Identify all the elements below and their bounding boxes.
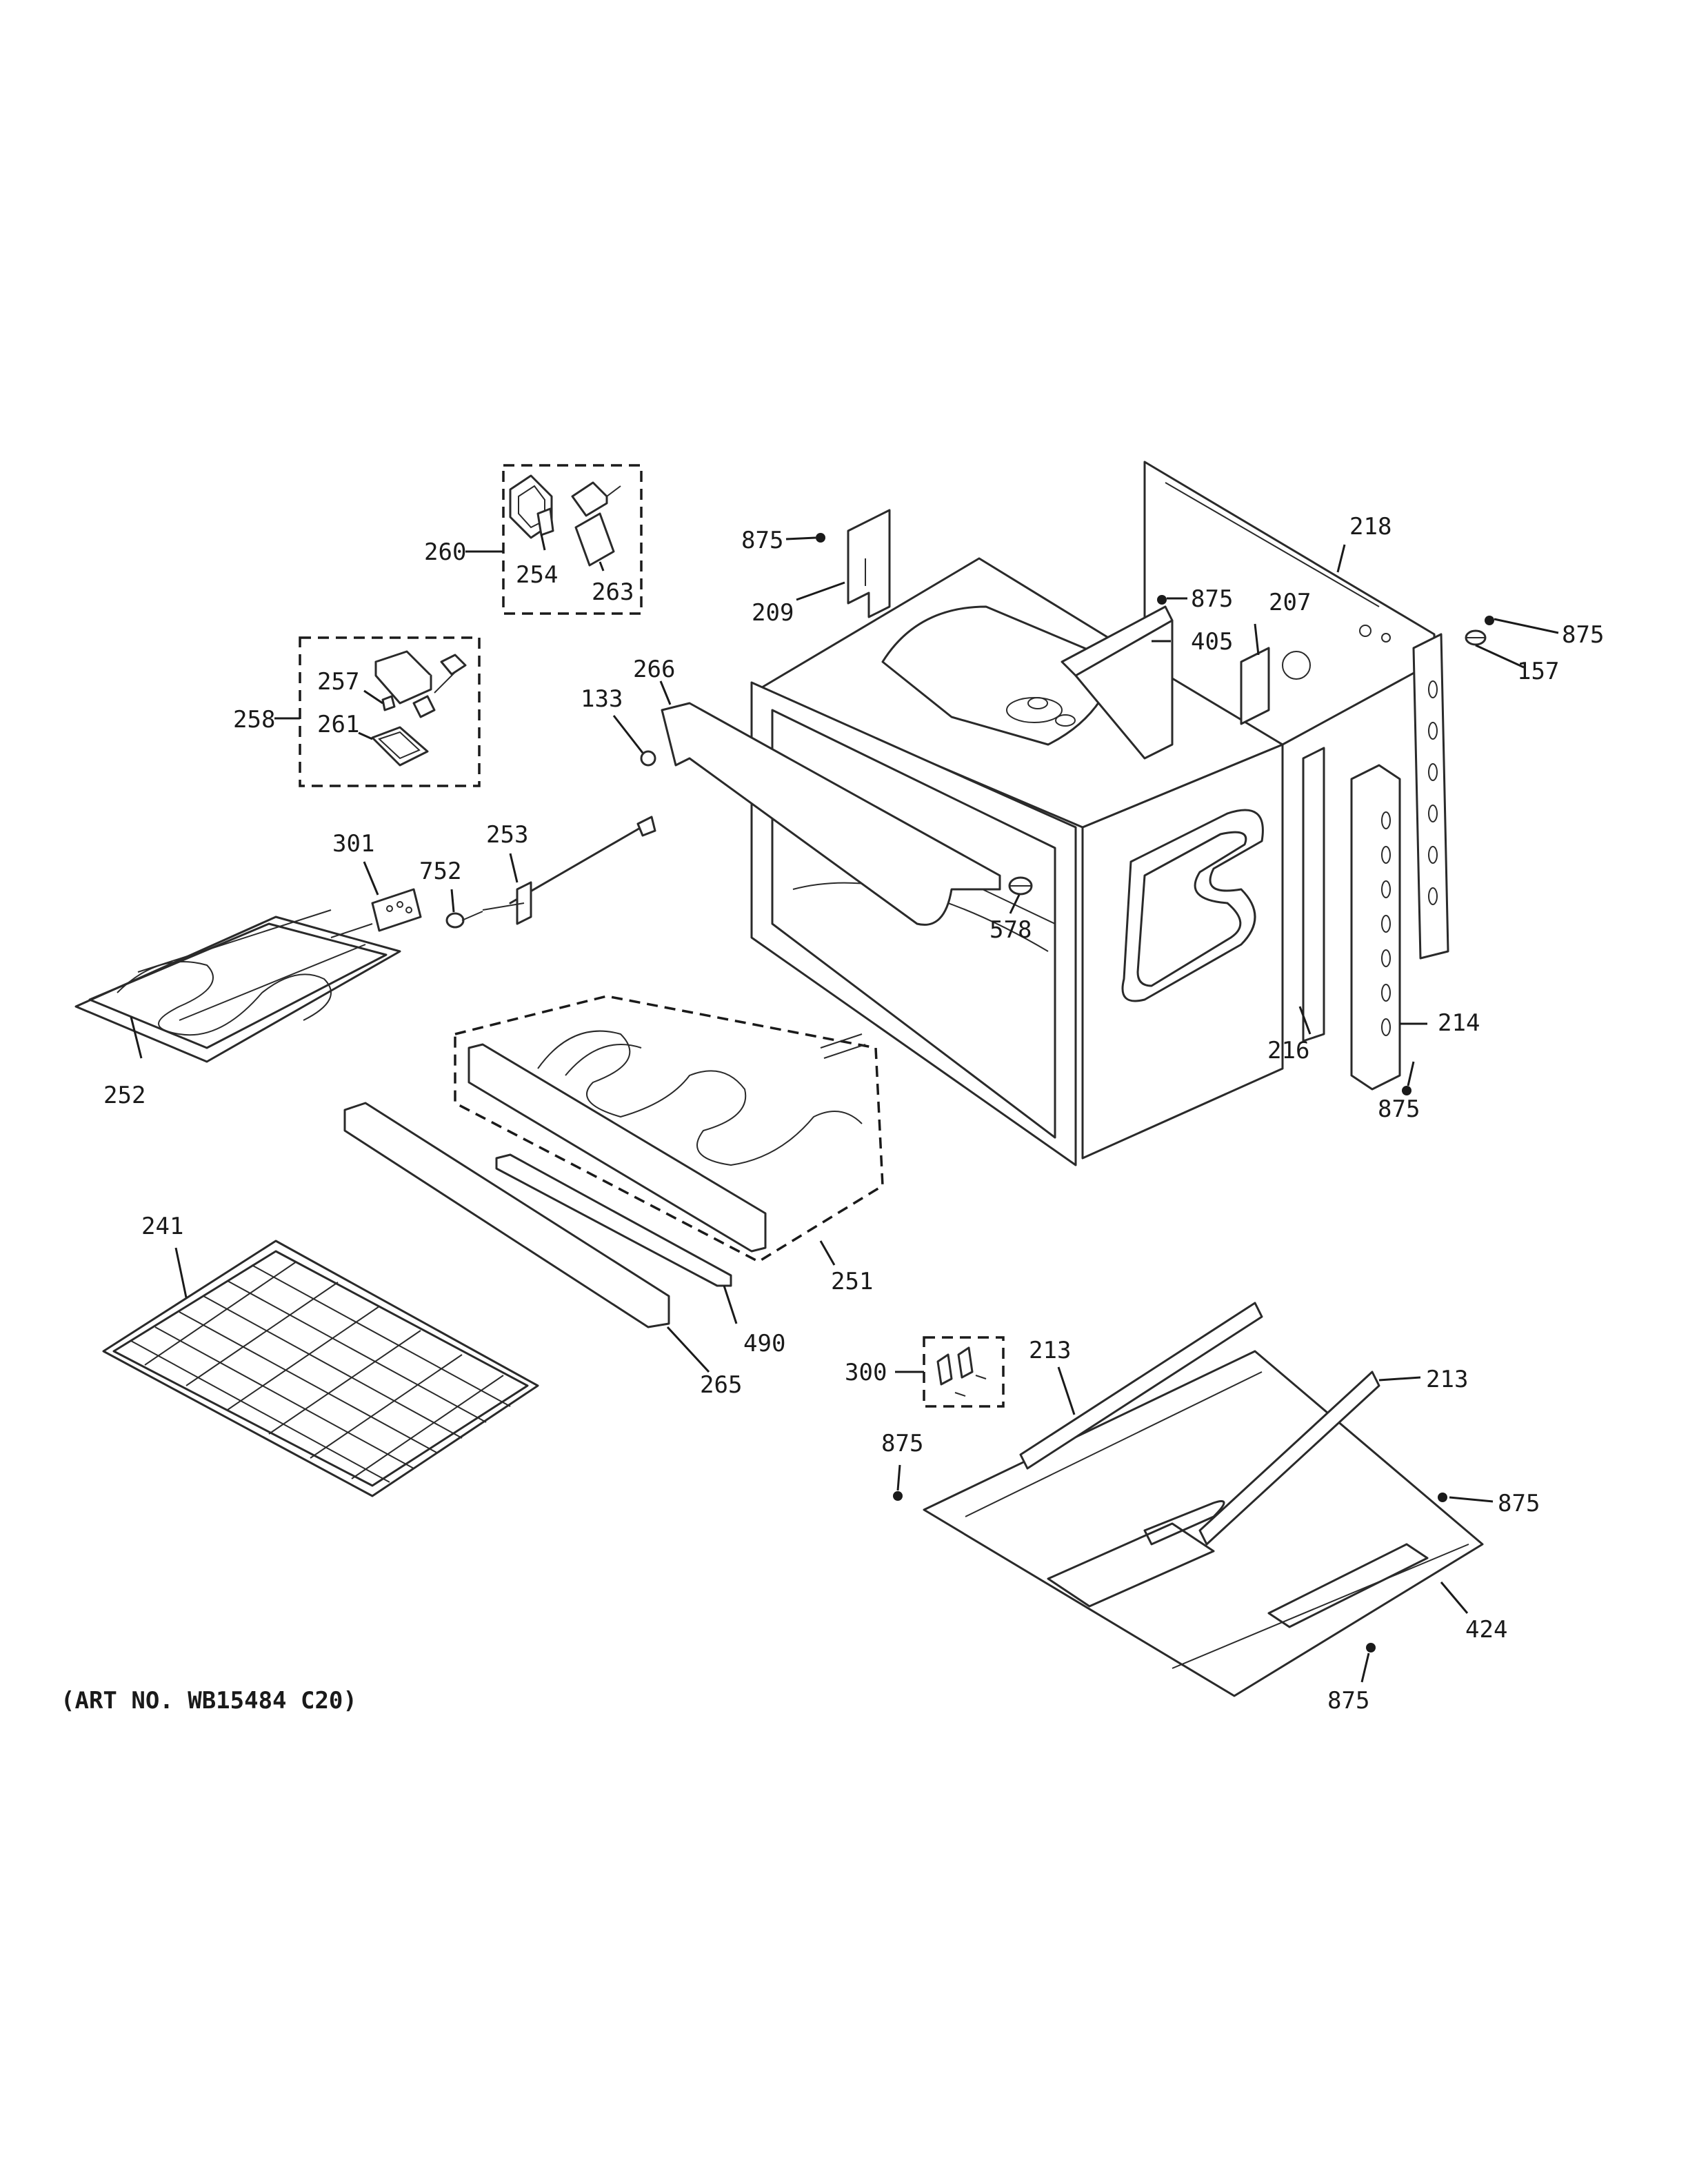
part-301-bracket [371, 888, 422, 932]
part-214-rail [1350, 764, 1401, 1091]
part-752-screw [445, 911, 483, 929]
label-875-top-right: 875 [1562, 621, 1604, 649]
label-875-bottom-left: 875 [881, 1430, 923, 1457]
art-number: (ART NO. WB15484 C20) [61, 1687, 357, 1715]
part-207-bracket [1240, 647, 1270, 725]
label-157: 157 [1517, 658, 1559, 685]
label-251: 251 [831, 1268, 873, 1295]
label-254: 254 [516, 561, 558, 589]
screw-875-dot [1438, 1493, 1447, 1502]
label-424: 424 [1465, 1616, 1507, 1644]
leader-lines [130, 534, 1559, 1683]
label-257: 257 [317, 668, 359, 696]
label-875-top-center: 875 [1191, 585, 1233, 613]
part-260-components [509, 474, 621, 567]
screw-875-dot [1157, 595, 1167, 605]
label-263: 263 [592, 578, 634, 606]
label-266: 266 [633, 656, 675, 683]
label-216: 216 [1267, 1037, 1309, 1064]
part-258-components [371, 650, 467, 767]
screw-875-dot [893, 1491, 903, 1501]
part-490-bar [495, 1153, 732, 1287]
label-490: 490 [743, 1330, 785, 1357]
label-214: 214 [1438, 1009, 1480, 1037]
part-241-oven-rack [102, 1240, 539, 1497]
part-213-rail-left [1019, 1302, 1263, 1470]
part-424-bottom-pan [923, 1350, 1484, 1697]
label-260: 260 [424, 538, 466, 566]
label-218: 218 [1349, 513, 1391, 540]
label-875-bottom: 875 [1327, 1687, 1369, 1715]
label-253: 253 [486, 821, 528, 849]
label-405: 405 [1191, 628, 1233, 656]
group-258-box [299, 636, 481, 787]
label-213-left: 213 [1029, 1337, 1071, 1364]
label-875-bottom-right: 875 [1498, 1490, 1540, 1517]
part-157-sensor [1465, 629, 1487, 646]
label-213-right: 213 [1426, 1366, 1468, 1393]
part-265-trim [343, 1102, 670, 1328]
label-261: 261 [317, 711, 359, 738]
label-133: 133 [581, 685, 623, 713]
label-875-top-left: 875 [741, 527, 783, 554]
part-213-rail-right [1198, 1371, 1380, 1546]
part-300-components [936, 1346, 987, 1397]
label-301: 301 [332, 830, 374, 858]
part-133-plug [640, 750, 656, 767]
part-578-sensor [1008, 876, 1033, 896]
screw-875-dot [1485, 616, 1494, 625]
label-252: 252 [103, 1082, 145, 1109]
part-rear-rail [1412, 633, 1449, 960]
label-209: 209 [752, 599, 794, 627]
label-207: 207 [1269, 589, 1311, 616]
label-875-right: 875 [1378, 1095, 1420, 1123]
part-251-bake-element [468, 1030, 866, 1253]
screw-875-dot [1366, 1643, 1376, 1652]
label-265: 265 [700, 1371, 742, 1399]
screw-875-dot [1402, 1086, 1411, 1095]
label-752: 752 [419, 858, 461, 885]
label-258: 258 [233, 706, 275, 734]
label-578: 578 [989, 916, 1032, 944]
screw-875-dot [816, 533, 825, 543]
part-266-vent-trim [661, 702, 1001, 926]
part-209-bracket [847, 509, 891, 618]
part-252-broil-element [74, 909, 401, 1063]
label-241: 241 [141, 1213, 183, 1240]
part-216-rail [1302, 747, 1325, 1042]
label-300: 300 [845, 1359, 887, 1386]
part-253-wire [482, 816, 656, 925]
